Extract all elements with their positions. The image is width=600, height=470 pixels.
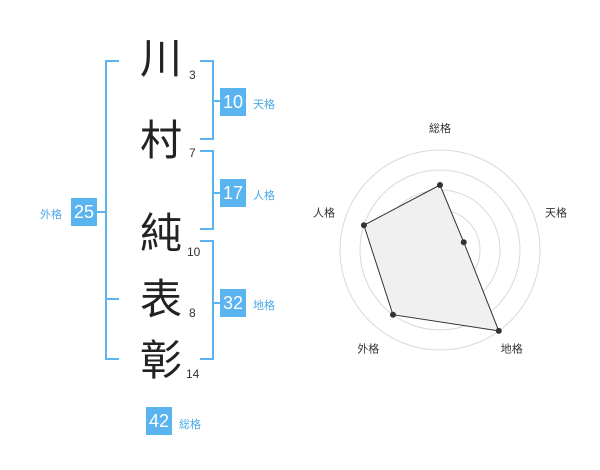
- radar-points: [360, 182, 502, 334]
- soukaku-label: 総格: [179, 418, 201, 431]
- radar-point-1: [437, 182, 443, 188]
- gaikaku-label: 外格: [40, 208, 62, 221]
- soukaku-value-badge: 42: [146, 407, 173, 435]
- radar-ring: [339, 149, 541, 351]
- stroke-count-4: 8: [189, 306, 196, 320]
- name-char-4: 表: [140, 275, 183, 324]
- radar-point-5: [360, 222, 367, 229]
- gaikaku-value-badge: 25: [71, 198, 98, 226]
- stroke-count-3: 10: [187, 245, 201, 259]
- radar-axis-label-3: 地格: [501, 342, 523, 356]
- jinkaku-label: 人格: [253, 189, 275, 202]
- name-char-5: 彰: [140, 336, 183, 385]
- radar-point-4: [389, 311, 396, 318]
- name-char-2: 村: [140, 116, 183, 165]
- radar-axis-label-4: 外格: [357, 342, 379, 356]
- radar-axis-label-5: 人格: [313, 205, 335, 219]
- radar-axis-label-1: 総格: [429, 121, 451, 135]
- name-char-1: 川: [140, 34, 183, 83]
- chikaku-value-badge: 32: [220, 289, 247, 317]
- jinkaku-value-badge: 17: [220, 179, 247, 207]
- tenkaku-label: 天格: [253, 98, 275, 111]
- radar-point-3: [495, 327, 502, 334]
- tenkaku-value-badge: 10: [220, 88, 247, 116]
- name-char-3: 純: [140, 209, 183, 258]
- stroke-count-5: 14: [186, 367, 200, 381]
- radar-ring: [359, 169, 521, 331]
- chikaku-label: 地格: [253, 299, 275, 312]
- radar-area: [363, 184, 500, 332]
- radar-point-2: [460, 239, 467, 246]
- stroke-count-2: 7: [189, 146, 196, 160]
- stroke-count-1: 3: [189, 68, 196, 82]
- radar-axis-label-2: 天格: [545, 205, 567, 219]
